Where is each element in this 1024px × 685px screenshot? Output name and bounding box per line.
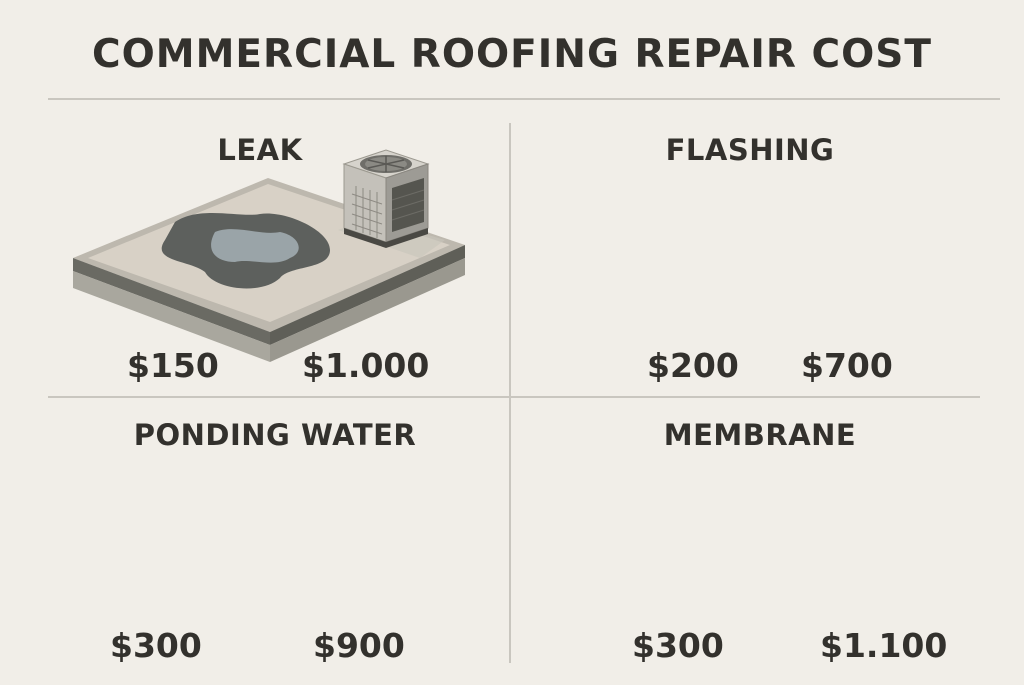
membrane-price-high: $1.100 (820, 626, 948, 665)
vertical-panel-divider (509, 123, 511, 663)
leak-roof-illustration (73, 149, 465, 362)
horizontal-panel-divider (48, 396, 980, 398)
panel-label-ponding-water: PONDING WATER (133, 418, 417, 452)
flashing-price-low: $200 (647, 346, 739, 385)
panel-label-membrane: MEMBRANE (663, 418, 857, 452)
leak-price-low: $150 (127, 346, 219, 385)
panel-label-flashing: FLASHING (665, 133, 835, 167)
ponding-water-price-high: $900 (313, 626, 405, 665)
flashing-price-high: $700 (801, 346, 893, 385)
ponding-water-price-low: $300 (110, 626, 202, 665)
page-title: COMMERCIAL ROOFING REPAIR COST (92, 32, 932, 77)
leak-price-high: $1.000 (302, 346, 430, 385)
membrane-price-low: $300 (632, 626, 724, 665)
title-divider (48, 98, 1000, 100)
panel-label-leak: LEAK (217, 133, 303, 167)
